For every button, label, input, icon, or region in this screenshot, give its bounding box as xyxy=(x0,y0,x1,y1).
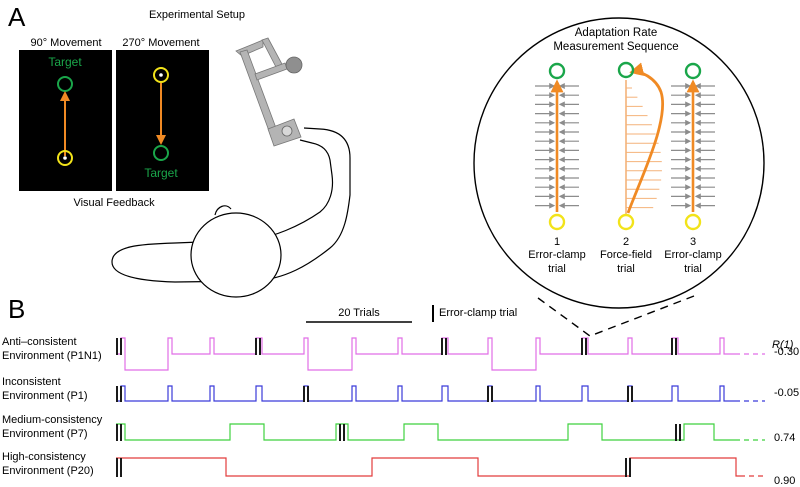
visual-feedback-caption: Visual Feedback xyxy=(73,197,155,209)
trial-3-target xyxy=(684,62,702,80)
screen-270-start-circle xyxy=(153,67,169,83)
measurement-sequence-zoom: Adaptation Rate Measurement Sequence 1 E… xyxy=(473,17,765,309)
screen-90-cursor xyxy=(63,156,67,160)
r1-header-text: R(1) xyxy=(772,339,794,351)
row-4-label-line2: Environment (P20) xyxy=(2,465,94,477)
screen-270-title: 270° Movement xyxy=(122,37,199,49)
subject-nose xyxy=(214,205,232,216)
screen-90-title: 90° Movement xyxy=(30,37,101,49)
trial-2-force-field: 2 Force-field trial xyxy=(600,61,664,275)
row-2-label-line1: Inconsistent xyxy=(2,376,61,388)
trial-2-start xyxy=(617,213,635,231)
subject-figure xyxy=(111,127,351,298)
row-4-trace-p20 xyxy=(116,457,766,477)
trial-1-target xyxy=(548,62,566,80)
trial-3-label-line2: trial xyxy=(684,263,702,275)
trial-2-movement-path xyxy=(626,62,664,214)
trial-2-label-line2: trial xyxy=(617,263,635,275)
trial-1-error-clamp: 1 Error-clamp trial xyxy=(528,62,586,275)
trial-1-label-line1: Error-clamp xyxy=(528,249,585,261)
row-2-r-value: -0.05 xyxy=(774,387,799,399)
trial-2-target xyxy=(617,61,635,79)
clamp-legend-label: Error-clamp trial xyxy=(439,307,517,319)
screen-270-target-circle xyxy=(153,145,169,161)
row-1-label-line2: Environment (P1N1) xyxy=(2,350,102,362)
zoom-connector-right xyxy=(589,295,695,337)
trial-3-number: 3 xyxy=(690,236,696,248)
screen-90-start-circle xyxy=(57,150,73,166)
trial-3-label-line1: Error-clamp xyxy=(664,249,721,261)
row-4-r-value: 0.90 xyxy=(774,475,795,487)
trial-3-error-clamp: 3 Error-clamp trial xyxy=(664,62,722,275)
sequence-title-line2: Measurement Sequence xyxy=(553,41,678,53)
panel-a-letter: A xyxy=(8,2,26,32)
subject-head xyxy=(190,212,282,298)
screen-270-background xyxy=(116,50,209,191)
row-3-r-value: 0.74 xyxy=(774,432,795,444)
screen-90-target-label: Target xyxy=(48,55,82,69)
row-3-label-line1: Medium-consistency xyxy=(2,414,103,426)
robot-handle xyxy=(281,125,293,137)
row-2-trace-p1 xyxy=(116,385,765,402)
panel-b-letter: B xyxy=(8,294,25,324)
row-3-trace-p7 xyxy=(116,423,765,441)
setup-title: Experimental Setup xyxy=(149,9,245,21)
trial-3-start xyxy=(684,213,702,231)
scale-bar-label: 20 Trials xyxy=(338,307,380,319)
sequence-title-line1: Adaptation Rate xyxy=(575,27,657,39)
trial-2-label-line1: Force-field xyxy=(600,249,652,261)
screen-90-movement: 90° Movement Target xyxy=(19,37,112,191)
trial-1-label-line2: trial xyxy=(548,263,566,275)
row-2-label-line2: Environment (P1) xyxy=(2,390,88,402)
zoom-connector-left xyxy=(537,297,591,337)
trial-2-number: 2 xyxy=(623,236,629,248)
robot-motor-joint xyxy=(285,56,303,74)
row-1-trace-p1n1 xyxy=(116,337,765,371)
trial-1-number: 1 xyxy=(554,236,560,248)
row-1-r-value: -0.30 xyxy=(774,346,799,358)
screen-270-movement: 270° Movement Target xyxy=(116,37,209,191)
row-4-label-line1: High-consistency xyxy=(2,451,86,463)
screen-270-target-label: Target xyxy=(144,166,178,180)
row-3-label-line2: Environment (P7) xyxy=(2,428,88,440)
screen-270-cursor xyxy=(159,73,163,77)
robot-manipulandum xyxy=(235,37,303,147)
row-1-label-line1: Anti–consistent xyxy=(2,336,77,348)
r1-header: R(1) xyxy=(772,339,794,351)
trial-1-start xyxy=(548,213,566,231)
